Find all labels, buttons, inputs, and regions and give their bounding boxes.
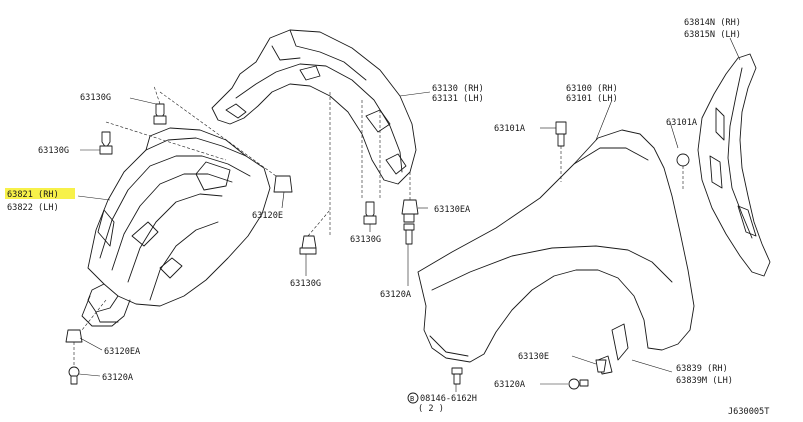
part-labels: 63814N (RH) 63815N (LH) 63130 (RH) 63131… [7, 18, 769, 417]
bolt-63120a-bl [68, 366, 80, 385]
label-bolt-b: B [410, 395, 414, 403]
label-63131-lh: 63131 (LH) [432, 94, 484, 104]
label-63839m-lh: 63839M (LH) [676, 376, 733, 386]
label-63120a-bottom-left: 63120A [102, 373, 134, 383]
label-63120a-mid: 63120A [380, 290, 412, 300]
bolt-08146 [451, 367, 463, 385]
assembly-dashed-lines [73, 85, 684, 366]
splash-shield [211, 29, 417, 185]
label-08146-6162h: 08146-6162H [420, 394, 477, 404]
clip-fasteners [65, 103, 690, 390]
label-63101a-right: 63101A [666, 118, 698, 128]
fender-protector-liner [81, 127, 271, 327]
label-63101-lh: 63101 (LH) [566, 94, 618, 104]
label-63130g-left: 63130G [38, 146, 69, 156]
clip-63130g-d [299, 235, 317, 255]
clip-63130e [595, 359, 607, 373]
clip-63120e [273, 175, 293, 193]
label-63101a-left: 63101A [494, 124, 526, 134]
label-63839-rh: 63839 (RH) [676, 364, 728, 374]
clip-63101a-left [555, 121, 567, 147]
label-63130-rh: 63130 (RH) [432, 84, 484, 94]
label-63130ea: 63130EA [434, 205, 471, 215]
bolt-b-circle [407, 392, 419, 404]
clip-63130ea [401, 199, 419, 223]
clip-63120ea [65, 329, 83, 343]
label-63814n-rh: 63814N (RH) [684, 18, 741, 28]
label-63130g-top: 63130G [80, 93, 111, 103]
label-63100-rh: 63100 (RH) [566, 84, 618, 94]
label-63130e: 63130E [518, 352, 549, 362]
bolt-63120a-br [568, 378, 589, 390]
label-63120ea: 63120EA [104, 347, 141, 357]
clip-63130g-a [153, 103, 167, 125]
label-63821-rh: 63821 (RH) [7, 190, 59, 200]
label-bolt-qty: ( 2 ) [418, 404, 444, 414]
label-63822-lh: 63822 (LH) [7, 203, 59, 213]
clip-63130g-b [99, 131, 113, 155]
highlight-63821 [5, 188, 75, 199]
fender-rear-panel [697, 53, 771, 277]
bolt-63120a-mid [403, 223, 415, 245]
clip-63130g-c [363, 201, 377, 225]
label-63815n-lh: 63815N (LH) [684, 30, 741, 40]
diagram-id: J630005T [728, 407, 769, 417]
label-63120a-bottom-right: 63120A [494, 380, 526, 390]
clip-63101a-right [676, 153, 690, 167]
label-63130g-low: 63130G [290, 279, 321, 289]
label-63130g-mid: 63130G [350, 235, 381, 245]
leader-lines [77, 37, 741, 392]
label-63120e: 63120E [252, 211, 283, 221]
front-fender-panel [417, 129, 695, 375]
